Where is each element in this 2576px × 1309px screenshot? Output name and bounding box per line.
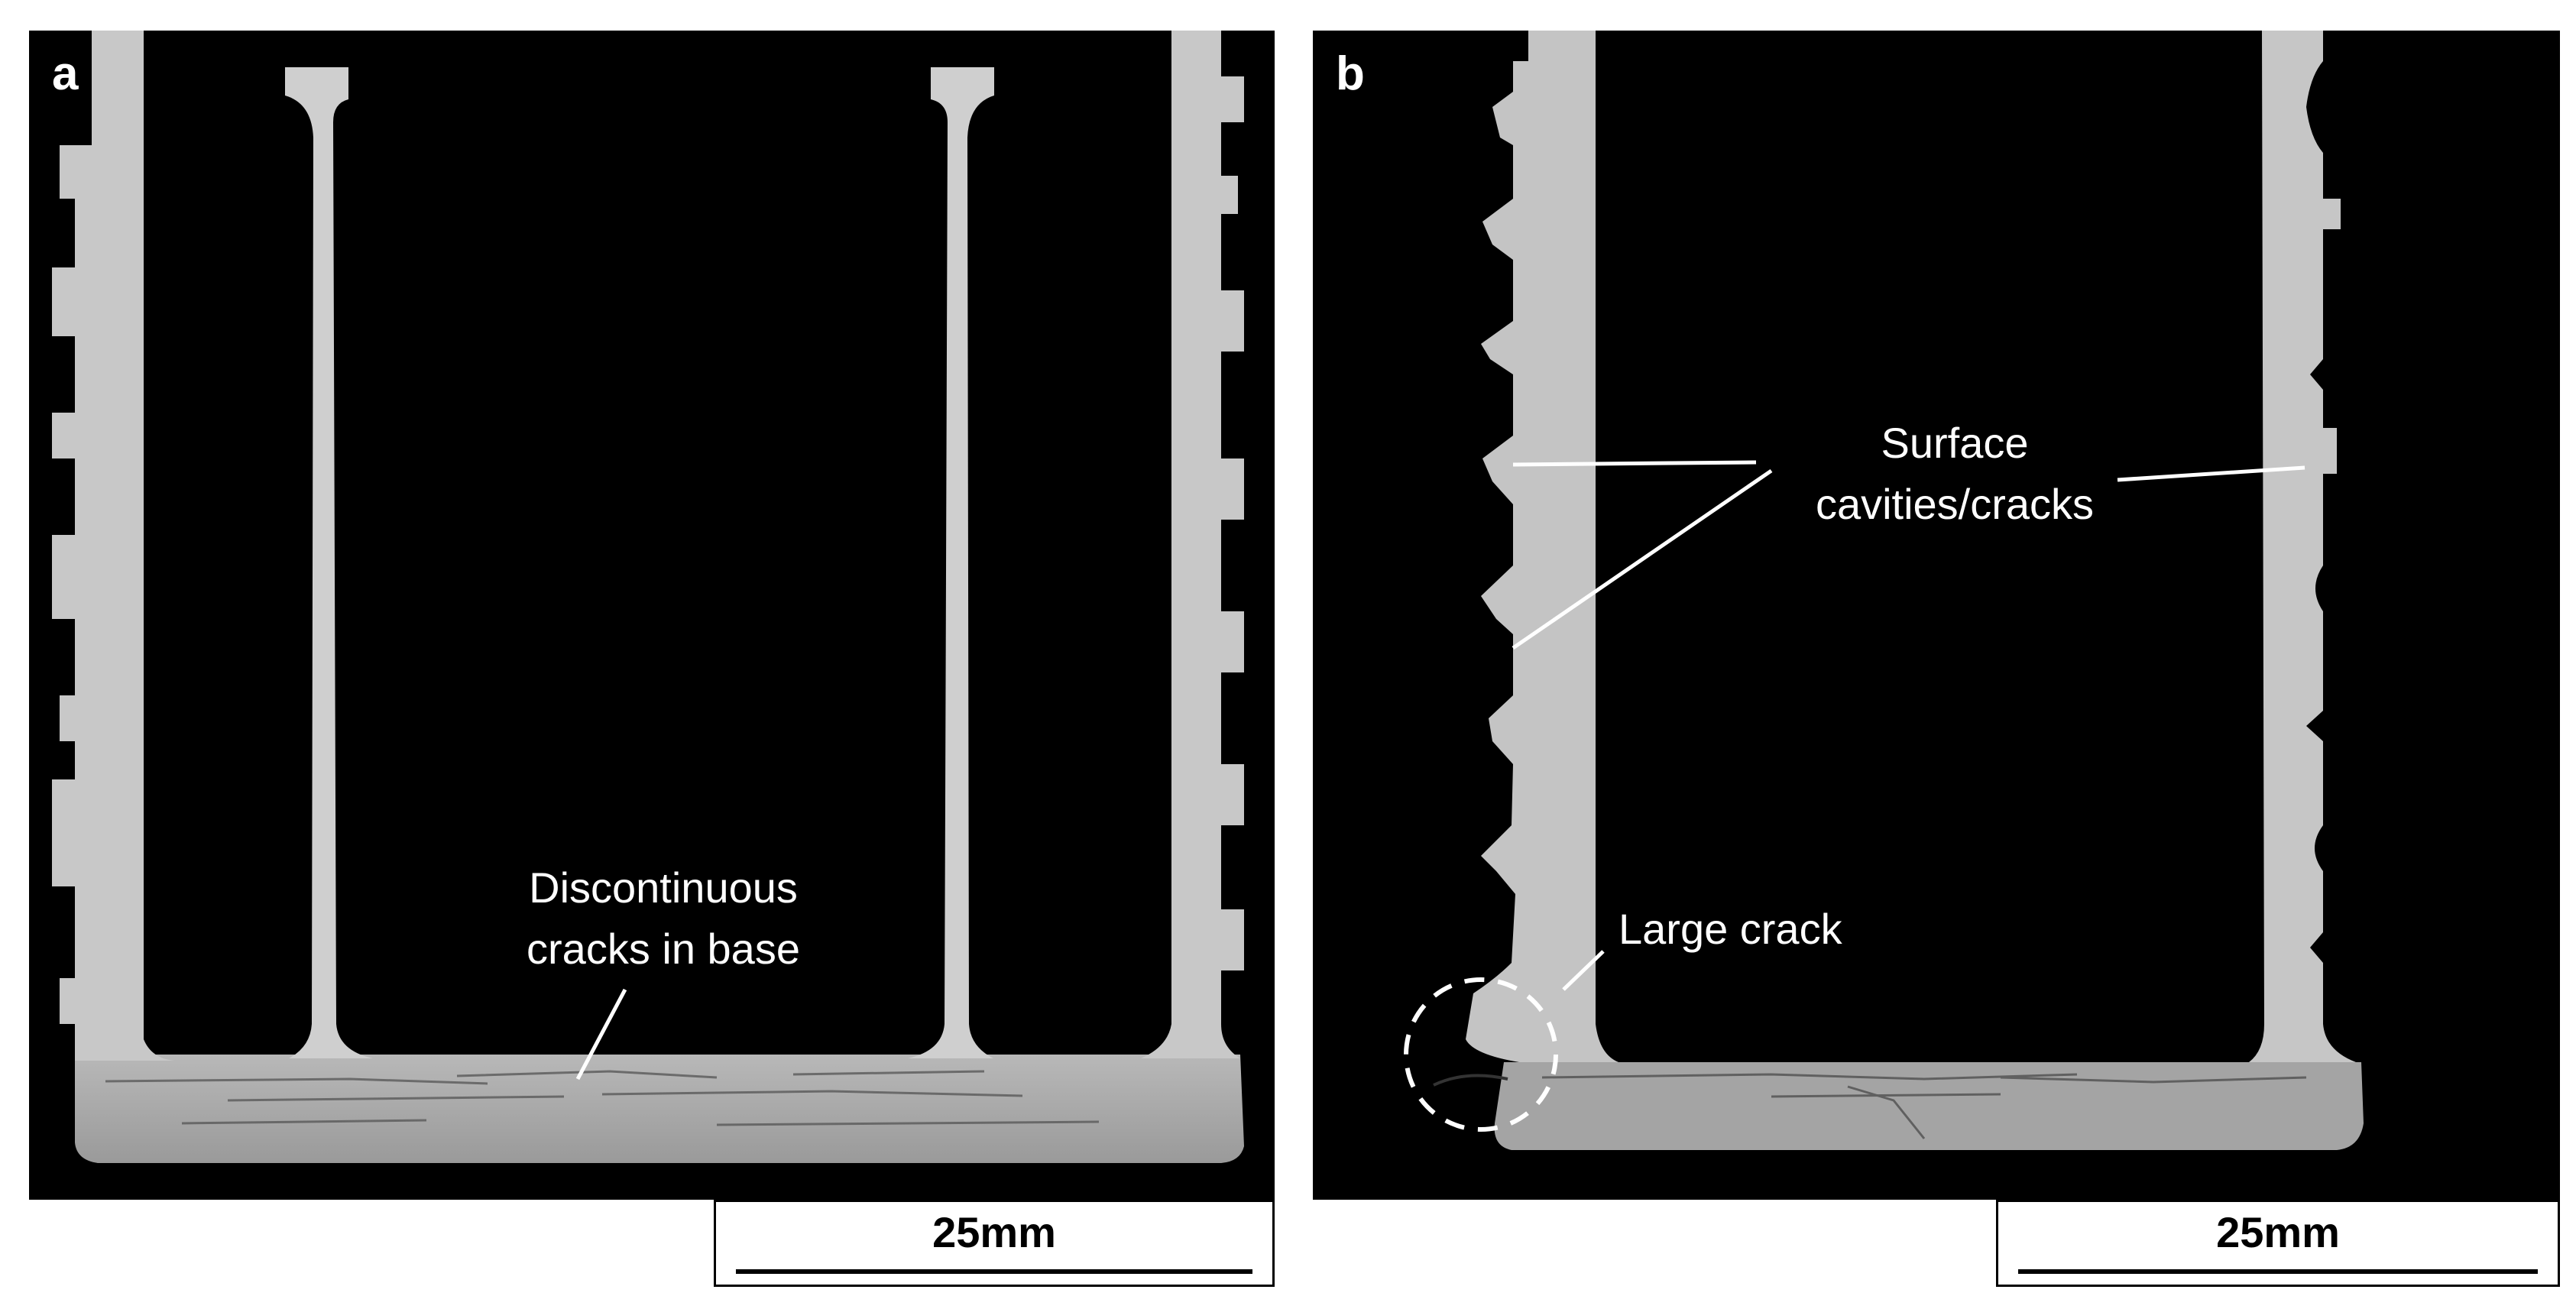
panel-b-surface-annotation: Surface cavities/cracks <box>1779 413 2130 535</box>
large-crack-highlight-circle <box>1404 977 1558 1132</box>
panel-b-xray-image: b Surface cavities/cracks Large crack <box>1313 31 2560 1200</box>
annotation-line-2: cavities/cracks <box>1815 480 2095 528</box>
large-crack <box>1433 1074 1508 1087</box>
left-inner-rib <box>285 67 373 1058</box>
base-plate <box>1494 1062 2364 1150</box>
scale-bar-label: 25mm <box>2216 1208 2340 1256</box>
left-wall <box>1466 31 1619 1062</box>
scale-bar-line <box>2018 1269 2538 1274</box>
panel-b-label: b <box>1336 47 1365 100</box>
base-crack-texture <box>1541 1073 2307 1139</box>
panel-a-scale-bar: 25mm <box>714 1200 1275 1287</box>
right-inner-rib <box>908 67 994 1058</box>
base-plate <box>75 1055 1244 1163</box>
leader-large-crack <box>1562 950 1605 991</box>
scale-bar-label: 25mm <box>932 1208 1056 1256</box>
panel-b-scale-bar: 25mm <box>1996 1200 2560 1287</box>
panel-a-label: a <box>52 47 79 100</box>
right-outer-wall <box>1141 31 1244 1058</box>
leader-surface-2 <box>1512 468 1773 650</box>
panel-b-specimen-cross-section <box>1404 31 2364 1150</box>
panel-a-annotation: Discontinuous cracks in base <box>488 857 839 980</box>
right-wall <box>2249 31 2356 1062</box>
panel-a-specimen-cross-section <box>52 31 1244 1163</box>
leader-surface-1 <box>1512 460 1757 467</box>
annotation-line-2: cracks in base <box>527 925 800 973</box>
annotation-line-1: Surface <box>1881 419 2029 467</box>
base-crack-texture <box>105 1070 1100 1126</box>
annotation-line-1: Discontinuous <box>529 863 798 912</box>
left-outer-wall <box>52 31 174 1061</box>
leader-surface-3 <box>2117 465 2305 482</box>
panel-b-leader-lines <box>1512 460 2305 991</box>
panel-a-xray-image: a Discontinuous cracks in base <box>29 31 1275 1200</box>
panel-a-leader-line <box>575 988 627 1081</box>
scale-bar-line <box>736 1269 1252 1274</box>
panel-b-large-crack-annotation: Large crack <box>1619 905 1842 953</box>
